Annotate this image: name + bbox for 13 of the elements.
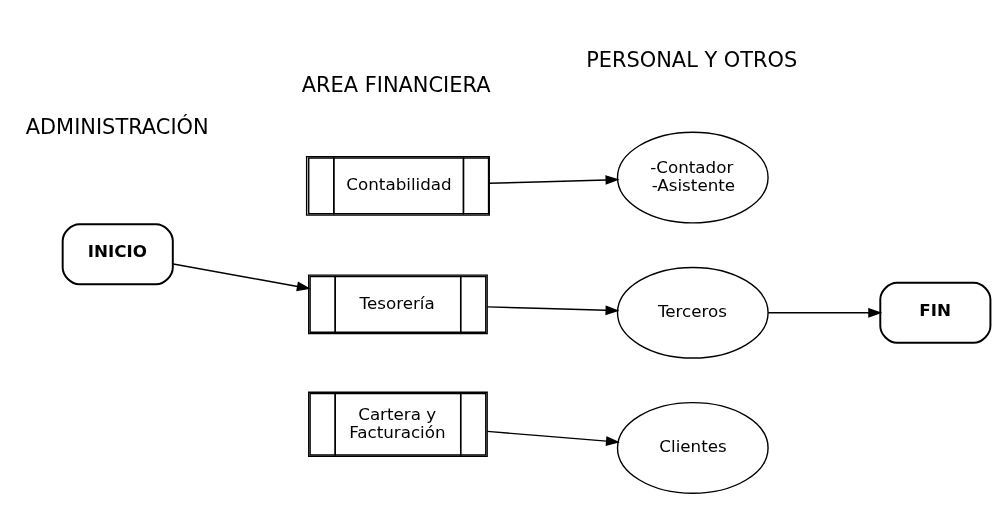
arrow: [486, 430, 620, 446]
label: ADMINISTRACIÓN: [25, 114, 209, 139]
node-box: INICIO: [61, 222, 174, 285]
label: PERSONAL Y OTROS: [585, 47, 797, 72]
node-ellipse: Terceros: [616, 266, 769, 359]
arrow: [486, 304, 619, 315]
label: AREA FINANCIERA: [301, 72, 490, 97]
arrow: [488, 174, 619, 185]
node-ellipse: -Contador -Asistente: [616, 131, 769, 224]
arrow: [172, 262, 311, 291]
arrow: [766, 307, 882, 318]
node-ellipse: Clientes: [616, 401, 769, 494]
node-box: FIN: [878, 281, 991, 344]
